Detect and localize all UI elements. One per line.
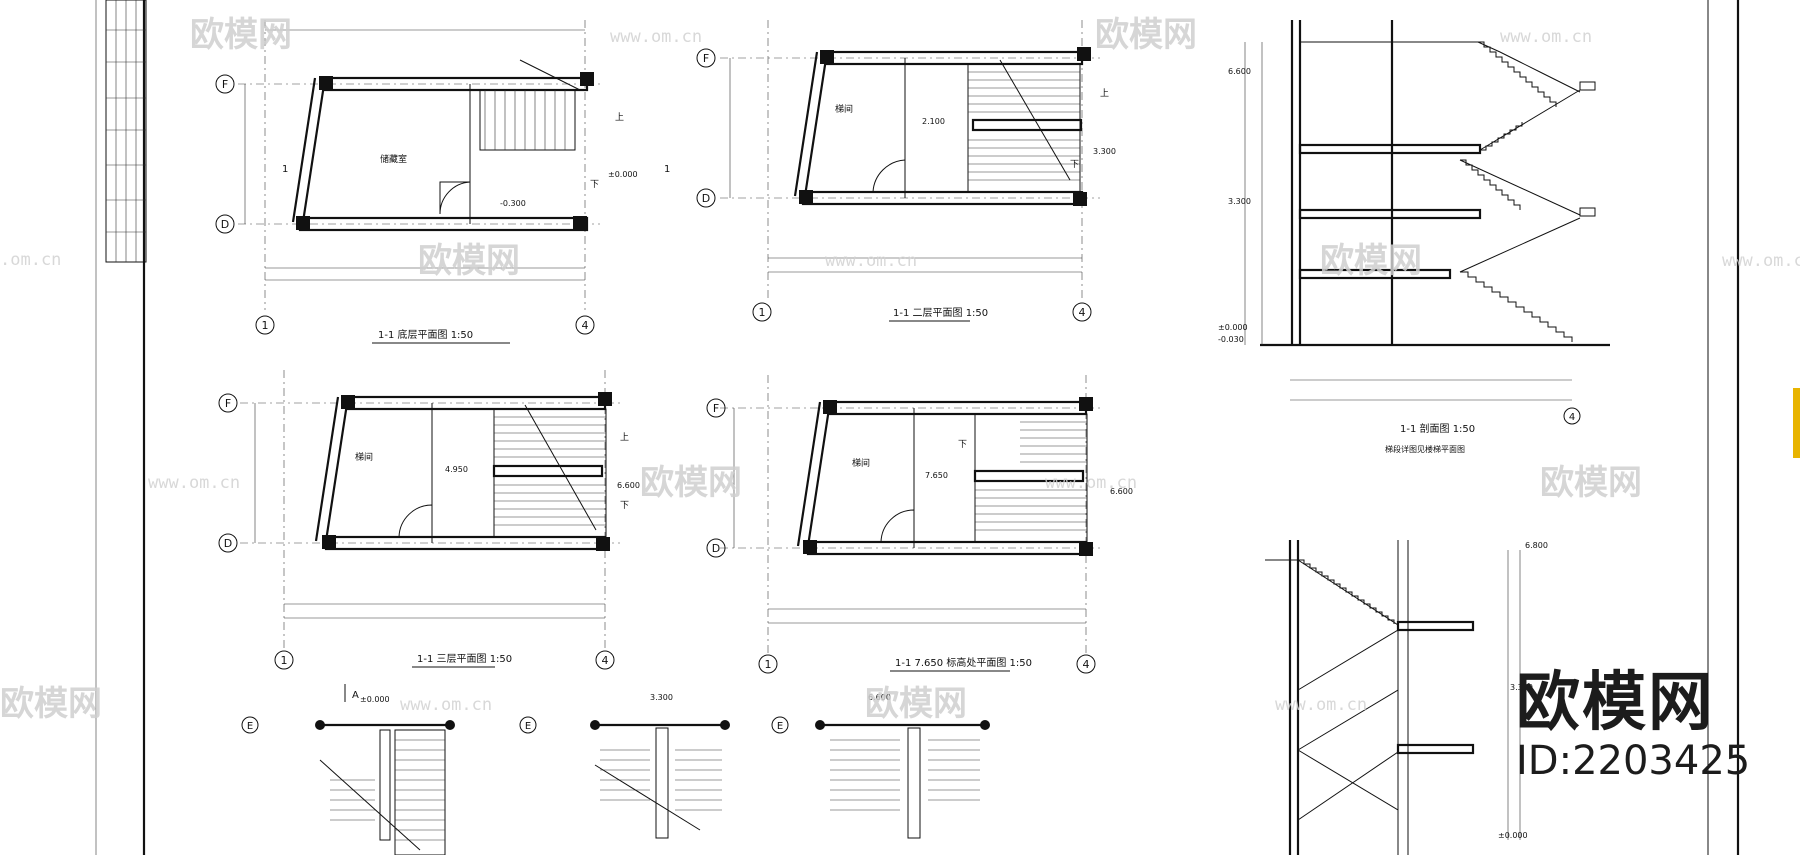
partial-plans: E ±0.000 A E 3.300 E 6.600	[241, 684, 990, 855]
watermark-brand: 欧模网	[418, 241, 520, 281]
level-6600-4: 6.600	[1110, 487, 1133, 496]
grid-label-e-a: E	[247, 721, 253, 732]
plan-title-third: 1-1 三层平面图 1:50	[417, 653, 512, 665]
level-neg0030-s: -0.030	[1218, 335, 1244, 344]
title-block	[105, 0, 147, 263]
level-pm0-s: ±0.000	[1218, 323, 1248, 332]
level-3300-l: 3.300	[1510, 683, 1533, 692]
level-3300-s: 3.300	[1228, 197, 1251, 206]
watermark-url: .om.cn	[0, 250, 61, 270]
watermark-url: www.om.cn	[1275, 695, 1367, 715]
grid-label-d-3: D	[224, 537, 232, 550]
room-label-entry-4: 梯间	[852, 457, 870, 469]
level-2100: 2.100	[922, 117, 945, 126]
section-mark-left: 1	[282, 164, 288, 175]
watermark-brand: 欧模网	[1540, 463, 1642, 503]
level-6800: 6.800	[1525, 541, 1548, 550]
level-pm0-l: ±0.000	[1498, 831, 1528, 840]
grid-label-4: 4	[582, 319, 589, 332]
grid-label-f-4: F	[713, 402, 719, 415]
watermark-url: www.om.cn	[610, 27, 702, 47]
watermark-url: www.om.cn	[1045, 473, 1137, 493]
sheet-border	[95, 0, 1740, 855]
grid-label-1-2: 1	[759, 306, 766, 319]
down-marker-3: 下	[620, 501, 629, 511]
grid-label-f-3: F	[225, 397, 231, 410]
level-3300-b: 3.300	[650, 693, 673, 702]
grid-label-1-4: 1	[765, 658, 772, 671]
watermark-brand: 欧模网	[865, 684, 967, 724]
grid-label-1: 1	[262, 319, 269, 332]
section-1-1: 4 6.600 3.300 ±0.000 -0.030 1-1 剖面图 1:50…	[1218, 20, 1610, 454]
level-pm0: ±0.000	[608, 170, 638, 179]
plan-second-floor: F D 1 4 梯间 2.100 3.300 上 下 1-1 二层平面图 1:5…	[696, 20, 1116, 322]
grid-label-4-section: 4	[1569, 412, 1575, 423]
grid-label-1-3: 1	[281, 654, 288, 667]
level-neg030: -0.300	[500, 199, 526, 208]
watermark-url: www.om.cn	[1500, 27, 1592, 47]
grid-label-e-b: E	[525, 721, 531, 732]
section-note: 梯段详图见楼梯平面图	[1385, 444, 1465, 454]
up-marker-2: 上	[1100, 88, 1109, 99]
watermark-brand: 欧模网	[0, 684, 102, 724]
up-marker: 上	[615, 112, 624, 123]
watermark-url: www.om.cn	[1722, 251, 1800, 271]
grid-label-f: F	[222, 78, 228, 91]
plan-title-7650: 1-1 7.650 标高处平面图 1:50	[895, 656, 1032, 669]
plan-level-7650: F D 1 4 梯间 7.650 6.600 下 1-1 7.650 标高处平面…	[706, 375, 1133, 674]
plan-title-ground: 1-1 底层平面图 1:50	[378, 328, 473, 341]
grid-label-4-2: 4	[1079, 306, 1086, 319]
level-6600-c: 6.600	[868, 693, 891, 702]
down-marker-4: 下	[958, 440, 967, 450]
watermark-brand: 欧模网	[640, 463, 742, 503]
brand-id: ID:2203425	[1516, 738, 1751, 784]
level-3300: 3.300	[1093, 147, 1116, 156]
level-7650: 7.650	[925, 471, 948, 480]
level-6600: 6.600	[617, 481, 640, 490]
section-mark-right: 1	[664, 164, 670, 175]
plan-third-floor: F D 1 4 梯间 4.950 6.600 上 下 1-1 三层平面图 1:5…	[218, 370, 640, 670]
side-panel-tab[interactable]	[1793, 388, 1800, 458]
level-4950: 4.950	[445, 465, 468, 474]
grid-label-d-2: D	[702, 192, 710, 205]
grid-label-d-4: D	[712, 542, 720, 555]
watermark-url: www.om.cn	[825, 251, 917, 271]
down-marker: 下	[590, 180, 599, 190]
grid-label-4-3: 4	[602, 654, 609, 667]
grid-label-a: A	[352, 690, 359, 701]
watermark-url: www.om.cn	[148, 473, 240, 493]
level-6600-s: 6.600	[1228, 67, 1251, 76]
room-label-store: 储藏室	[380, 153, 407, 165]
watermark-brand: 欧模网	[1320, 241, 1422, 281]
plan-ground-floor: F D 1 4 储藏室 上 下 ±0.000 -0.300 1 1 1-1 底层…	[215, 20, 670, 344]
watermarks: 欧模网 www.om.cn 欧模网 www.om.cn .om.cn 欧模网 w…	[0, 15, 1800, 724]
watermark-url: www.om.cn	[400, 695, 492, 715]
grid-label-4-4: 4	[1083, 658, 1090, 671]
brand-name: 欧模网	[1516, 666, 1714, 740]
grid-label-f-2: F	[703, 52, 709, 65]
up-marker-3: 上	[620, 432, 629, 443]
grid-label-e-c: E	[777, 721, 783, 732]
grid-label-d: D	[221, 218, 229, 231]
level-pm0-a: ±0.000	[360, 695, 390, 704]
brand-overlay: 欧模网 ID:2203425	[1516, 668, 1796, 784]
section-lower: 6.800 3.300 ±0.000	[1265, 540, 1548, 855]
watermark-brand: 欧模网	[1095, 15, 1197, 55]
room-label-entry-2: 梯间	[835, 103, 853, 115]
watermark-brand: 欧模网	[190, 15, 292, 55]
plan-title-second: 1-1 二层平面图 1:50	[893, 307, 988, 319]
room-label-entry-3: 梯间	[355, 451, 373, 463]
section-title: 1-1 剖面图 1:50	[1400, 422, 1475, 435]
down-marker-2: 下	[1070, 160, 1079, 170]
